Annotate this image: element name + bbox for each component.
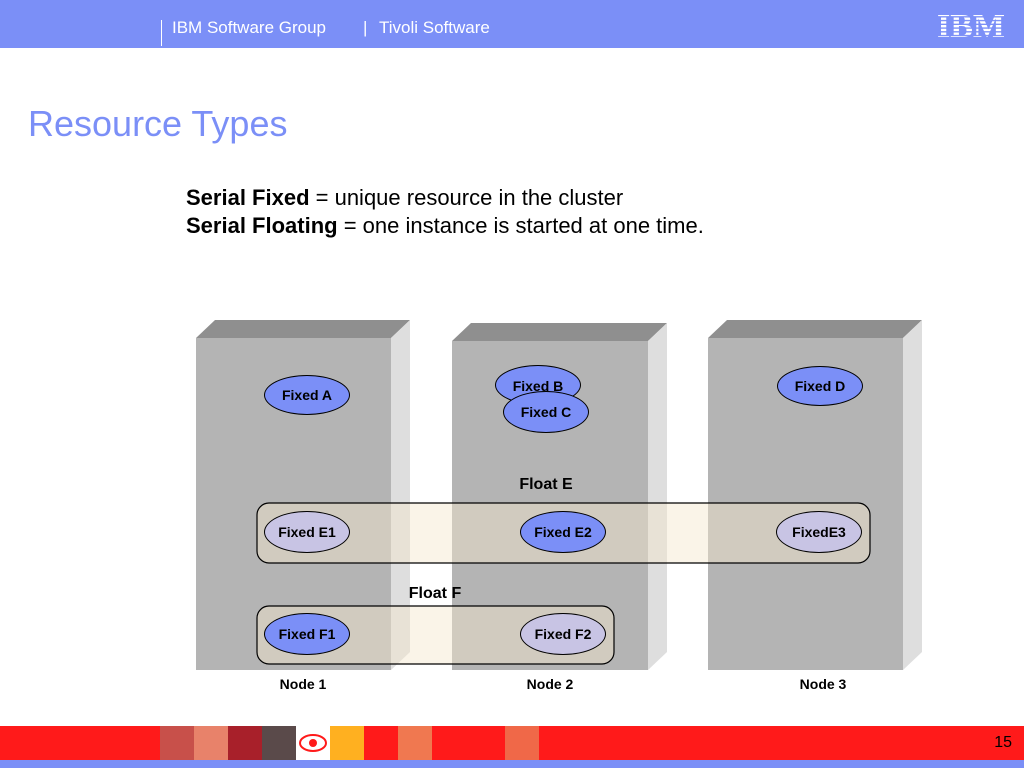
fixed-e2-resource: Fixed E2 (520, 511, 606, 553)
node-2-label: Node 2 (526, 676, 574, 692)
footer-image-tile (505, 726, 539, 760)
footer-blue-line (0, 760, 1024, 768)
node-3-label: Node 3 (799, 676, 847, 692)
footer-image-tile (194, 726, 228, 760)
fixed-e3-resource: FixedE3 (776, 511, 862, 553)
fixed-c-resource: Fixed C (503, 391, 589, 433)
footer-image-tile (330, 726, 364, 760)
definition-text: = unique resource in the cluster (309, 185, 624, 210)
header-divider-line (161, 20, 162, 46)
fixed-e1-resource: Fixed E1 (264, 511, 350, 553)
definition-text: = one instance is started at one time. (337, 213, 704, 238)
fixed-a-resource: Fixed A (264, 375, 350, 415)
definition-term: Serial Fixed (186, 185, 310, 210)
header-divider-text: | (363, 18, 368, 37)
fixed-d-resource: Fixed D (777, 366, 863, 406)
footer-image-tile (160, 726, 194, 760)
header-group-text: IBM Software Group (172, 18, 327, 37)
definitions-block: Serial Fixed = unique resource in the cl… (186, 184, 704, 240)
definition-serial-floating: Serial Floating = one instance is starte… (186, 212, 704, 240)
definition-serial-fixed: Serial Fixed = unique resource in the cl… (186, 184, 704, 212)
slide-footer: 15 (0, 726, 1024, 768)
float-e-label: Float E (519, 476, 573, 493)
page-number: 15 (994, 734, 1012, 751)
fixed-f2-resource: Fixed F2 (520, 613, 606, 655)
float-f-label: Float F (408, 585, 462, 602)
footer-image-tile (262, 726, 296, 760)
header-product-text: Tivoli Software (379, 18, 490, 37)
float-f-group (256, 605, 615, 665)
eye-icon (296, 726, 330, 760)
slide-title: Resource Types (28, 103, 288, 144)
footer-image-tile (398, 726, 432, 760)
slide-header: IBM Software Group | Tivoli Software IBM (0, 0, 1024, 48)
node-1-label: Node 1 (279, 676, 327, 692)
definition-term: Serial Floating (186, 213, 338, 238)
ibm-logo-text: IBM (937, 10, 1005, 40)
footer-image-tile (228, 726, 262, 760)
ibm-logo-icon: IBM (937, 10, 1005, 40)
fixed-f1-resource: Fixed F1 (264, 613, 350, 655)
